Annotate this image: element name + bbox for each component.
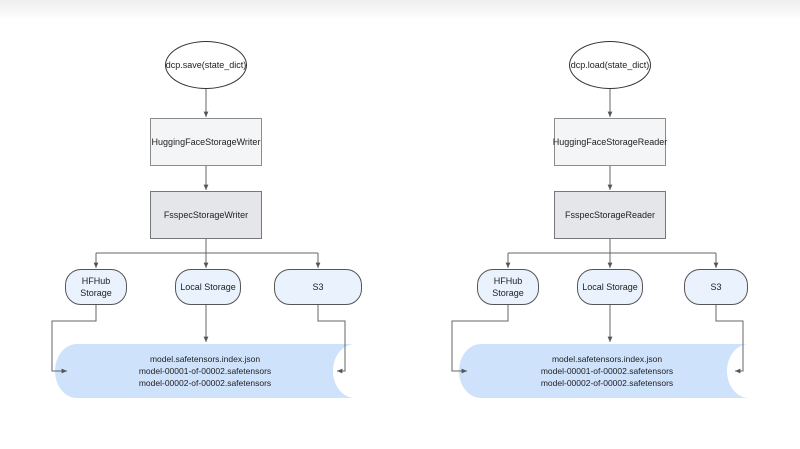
- storage-writer-wrapper-label: HuggingFaceStorageWriter: [151, 137, 261, 147]
- file-index-right: model.safetensors.index.json: [551, 354, 663, 364]
- local-storage-label-left: Local Storage: [180, 282, 236, 292]
- file-shard-1-left: model-00001-of-00002.safetensors: [138, 366, 272, 376]
- hfhub-storage-node-right: HFHub Storage: [477, 269, 539, 305]
- s3-node-right: S3: [684, 269, 748, 305]
- fsspec-writer-node: FsspecStorageWriter: [150, 191, 262, 239]
- storage-reader-wrapper-label: HuggingFaceStorageReader: [552, 137, 668, 147]
- top-bar: [0, 0, 800, 20]
- file-shard-2-right: model-00002-of-00002.safetensors: [540, 378, 674, 388]
- s3-label-right: S3: [710, 282, 722, 292]
- storage-shape-right: [459, 344, 749, 398]
- file-shard-2-left: model-00002-of-00002.safetensors: [138, 378, 272, 388]
- storage-files-left: model.safetensors.index.json model-00001…: [100, 353, 310, 389]
- save-call-node: dcp.save(state_dict): [165, 41, 247, 89]
- hfhub-storage-label-right: HFHub Storage: [492, 276, 524, 298]
- load-call-label: dcp.load(state_dict): [570, 60, 650, 70]
- storage-files-right: model.safetensors.index.json model-00001…: [502, 353, 712, 389]
- file-index-left: model.safetensors.index.json: [149, 354, 261, 364]
- fsspec-writer-label: FsspecStorageWriter: [163, 210, 249, 220]
- s3-node-left: S3: [274, 269, 362, 305]
- hfhub-storage-node-left: HFHub Storage: [65, 269, 127, 305]
- save-call-label: dcp.save(state_dict): [165, 60, 247, 70]
- local-storage-node-left: Local Storage: [175, 269, 241, 305]
- hfhub-storage-label-left: HFHub Storage: [80, 276, 112, 298]
- storage-writer-wrapper-node: HuggingFaceStorageWriter: [150, 118, 262, 166]
- local-storage-label-right: Local Storage: [582, 282, 638, 292]
- fsspec-reader-label: FsspecStorageReader: [564, 210, 656, 220]
- fsspec-reader-node: FsspecStorageReader: [554, 191, 666, 239]
- connectors-right: [451, 88, 744, 374]
- file-shard-1-right: model-00001-of-00002.safetensors: [540, 366, 674, 376]
- storage-reader-wrapper-node: HuggingFaceStorageReader: [552, 118, 668, 166]
- s3-label-left: S3: [312, 282, 324, 292]
- storage-shape-left: [55, 344, 355, 398]
- local-storage-node-right: Local Storage: [577, 269, 643, 305]
- load-call-node: dcp.load(state_dict): [569, 41, 651, 89]
- connectors-left: [51, 88, 346, 374]
